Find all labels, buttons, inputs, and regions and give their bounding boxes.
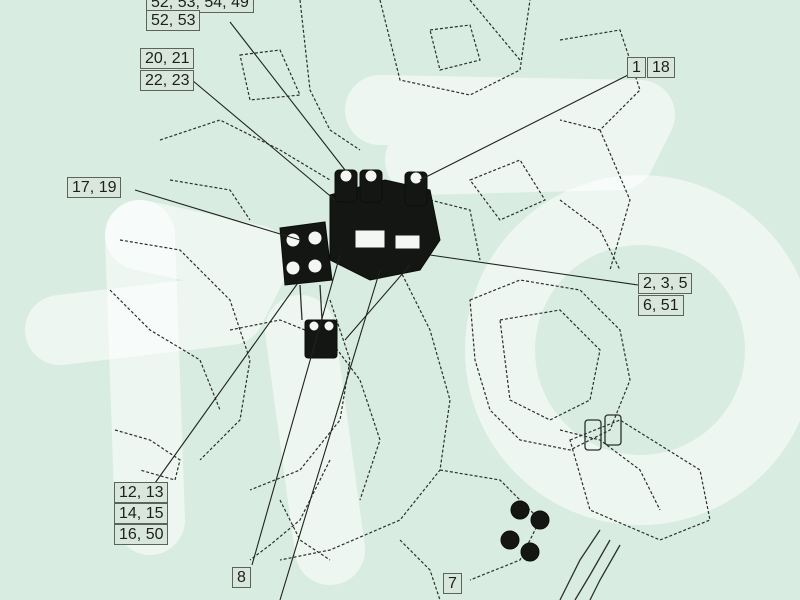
callout-lower-left-3: 16, 50 (114, 524, 169, 545)
callout-upper-right-a: 1 (627, 57, 646, 78)
callout-upper-left-1: 20, 21 (140, 48, 195, 69)
callout-top: 52, 53 (146, 10, 201, 31)
callout-left: 17, 19 (67, 177, 122, 198)
callout-upper-right-b: 18 (647, 57, 675, 78)
watermark-logo (25, 75, 800, 585)
callout-bottom-8: 8 (232, 567, 251, 588)
secondary-valve-assembly (500, 414, 711, 600)
valve-block-assembly (279, 169, 441, 359)
callout-bottom-7: 7 (443, 573, 462, 594)
callout-lower-left-2: 14, 15 (114, 503, 169, 524)
callout-right-2: 6, 51 (638, 295, 684, 316)
callout-right-1: 2, 3, 5 (638, 273, 693, 294)
callout-lower-left-1: 12, 13 (114, 482, 169, 503)
leader-lines (134, 21, 639, 600)
callout-upper-left-2: 22, 23 (140, 70, 195, 91)
tractor-outline (109, 0, 661, 600)
